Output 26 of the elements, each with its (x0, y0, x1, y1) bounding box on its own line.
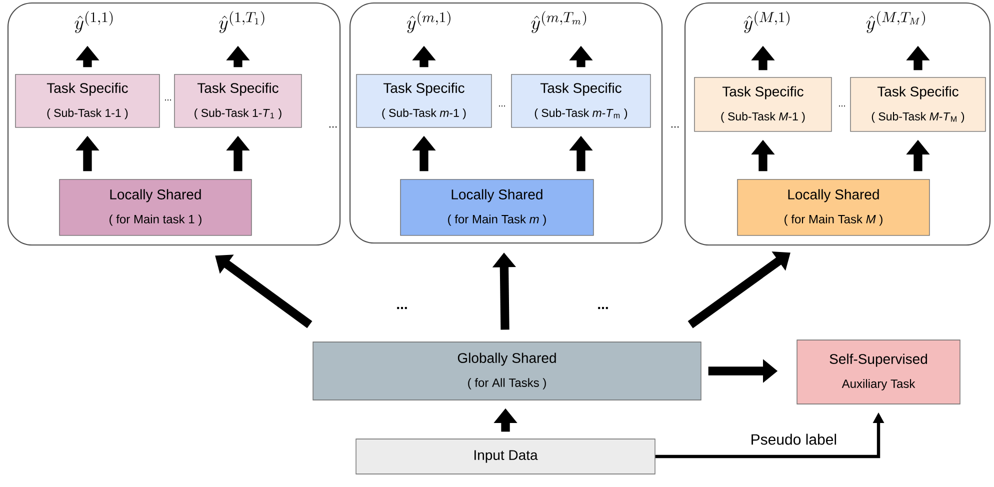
group-panel (7, 2, 341, 246)
ellipsis: ... (329, 126, 337, 128)
ellipsis: ... (598, 306, 608, 310)
output-label: $\hat{y}^{(M,1)}$ (744, 11, 790, 33)
task-box: Task Specific ( Sub-Task 1-T$_{1}$ ) (174, 74, 302, 128)
input-box: Input Data (356, 438, 656, 474)
task-box: Task Specific ( Sub-Task 1-1 ) (15, 74, 160, 128)
shared-box: Locally Shared ( for Main Task m ) (400, 179, 594, 236)
task-box: Task Specific ( Sub-Task m-T$_{m}$ ) (511, 74, 651, 128)
shared-box: Globally Shared ( for All Tasks ) (312, 342, 702, 400)
output-label: $\hat{y}^{(m,1)}$ (406, 11, 450, 33)
task-box: Task Specific ( Sub-Task m-1 ) (356, 74, 492, 128)
output-label: $\hat{y}^{(m,T_m)}$ (531, 11, 586, 33)
edge-label: Pseudo label (749, 432, 838, 446)
shared-box: Locally Shared ( for Main task 1 ) (59, 179, 252, 236)
shared-box: Locally Shared ( for Main Task M ) (737, 179, 930, 236)
group-panel (684, 2, 991, 246)
output-label: $\hat{y}^{(M,T_M)}$ (866, 11, 925, 33)
task-box: Task Specific ( Sub-Task M-T$_{M}$ ) (850, 77, 986, 132)
output-label: $\hat{y}^{(1,T_1)}$ (219, 11, 264, 33)
ellipsis: ... (671, 126, 679, 128)
group-panel (349, 2, 663, 244)
task-box: Self-Supervised Auxiliary Task (796, 340, 960, 404)
task-box: Task Specific ( Sub-Task M-1 ) (694, 77, 832, 132)
ellipsis: ... (397, 306, 407, 310)
output-label: $\hat{y}^{(1,1)}$ (74, 11, 113, 33)
